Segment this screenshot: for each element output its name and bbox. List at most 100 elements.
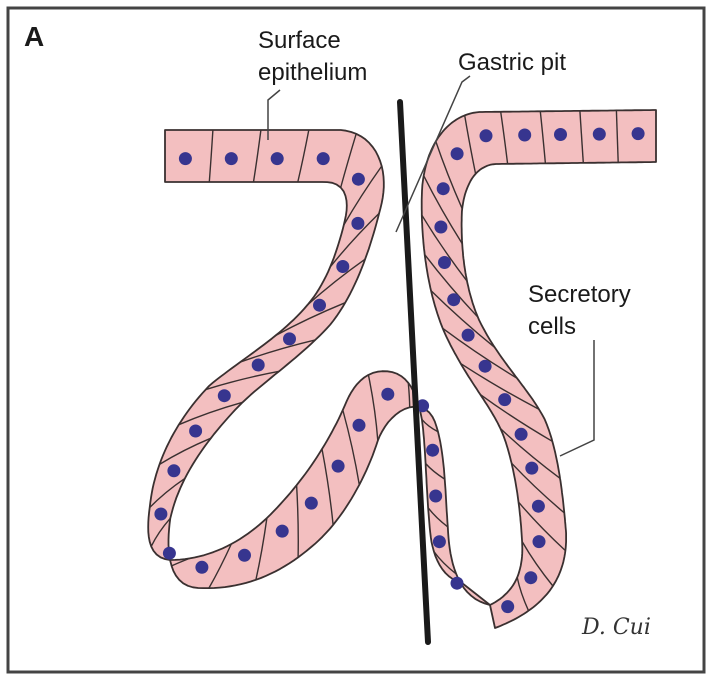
right-nucleus bbox=[518, 128, 532, 142]
left-nucleus bbox=[238, 548, 251, 562]
surface-epithelium-label-line2: epithelium bbox=[258, 59, 367, 86]
left-nucleus bbox=[178, 152, 192, 166]
figure-frame bbox=[6, 6, 706, 674]
left-cell-wall bbox=[239, 339, 316, 363]
right-nucleus bbox=[478, 359, 492, 373]
left-nucleus bbox=[304, 496, 318, 510]
right-nucleus bbox=[436, 182, 450, 196]
left-nucleus bbox=[167, 464, 181, 478]
left-nucleus bbox=[195, 560, 209, 574]
right-cell-wall bbox=[424, 254, 479, 318]
left-nucleus bbox=[336, 260, 350, 273]
left-nucleus bbox=[251, 358, 265, 372]
right-cell-wall bbox=[615, 110, 619, 163]
right-nucleus bbox=[531, 499, 545, 513]
right-cell-wall bbox=[511, 462, 565, 514]
right-cell-wall bbox=[539, 111, 547, 164]
author-signature: D. Cui bbox=[581, 615, 651, 640]
left-cell-wall bbox=[407, 382, 411, 408]
left-cell-wall bbox=[208, 129, 214, 183]
left-cell-wall bbox=[252, 129, 262, 183]
surface-epithelium-pointer bbox=[267, 89, 281, 140]
left-cell-wall bbox=[342, 409, 360, 485]
right-cell-wall bbox=[430, 290, 496, 349]
left-nucleus bbox=[270, 152, 284, 166]
right-nucleus bbox=[438, 256, 451, 269]
right-cell-wall bbox=[423, 175, 463, 244]
right-nucleus bbox=[514, 427, 528, 441]
right-nucleus bbox=[525, 461, 539, 475]
left-cell-wall bbox=[367, 374, 379, 441]
left-nucleus bbox=[313, 298, 326, 312]
left-cell-wall bbox=[433, 551, 457, 575]
left-cell-wall bbox=[178, 401, 243, 426]
left-cell-wall bbox=[159, 437, 212, 465]
left-nucleus bbox=[351, 172, 365, 186]
left-nucleus bbox=[429, 489, 443, 503]
left-cell-wall bbox=[307, 258, 366, 306]
secretory-cells-label-line1: Secretory bbox=[528, 281, 631, 308]
secretory-cells-label-line2: cells bbox=[528, 313, 576, 340]
left-cell-wall bbox=[427, 507, 449, 528]
right-cell-wall bbox=[521, 541, 554, 587]
right-cell-wall bbox=[442, 327, 518, 379]
right-cell-wall bbox=[435, 141, 463, 209]
left-nucleus bbox=[275, 524, 289, 538]
right-cell-wall bbox=[499, 427, 561, 479]
left-cell-wall bbox=[275, 302, 346, 337]
right-cell-wall bbox=[517, 501, 566, 552]
left-nucleus bbox=[162, 546, 176, 560]
gastric-pit-pointer bbox=[395, 75, 471, 233]
right-cell-wall bbox=[516, 577, 530, 611]
left-cell-wall bbox=[421, 418, 439, 433]
right-nucleus bbox=[434, 220, 448, 234]
left-nucleus bbox=[331, 459, 345, 473]
right-cell-wall bbox=[479, 393, 553, 442]
left-cell-wall bbox=[171, 557, 190, 567]
secretory-cells-pointer bbox=[559, 340, 595, 457]
right-nucleus bbox=[554, 128, 567, 141]
right-nucleus bbox=[592, 127, 606, 141]
left-nucleus bbox=[224, 152, 238, 166]
left-nucleus bbox=[189, 424, 203, 438]
left-nucleus bbox=[432, 535, 446, 549]
left-nucleus bbox=[283, 332, 296, 346]
right-cell-wall bbox=[421, 214, 468, 282]
left-cell-wall bbox=[425, 463, 446, 480]
left-cell-wall bbox=[149, 477, 186, 508]
left-nucleus bbox=[352, 418, 366, 432]
surface-epithelium-label-line1: Surface bbox=[258, 27, 341, 54]
left-cell-wall bbox=[205, 370, 280, 391]
left-cell-wall bbox=[295, 485, 299, 558]
right-nucleus bbox=[479, 129, 493, 143]
right-nucleus bbox=[447, 293, 461, 307]
left-cell-wall bbox=[150, 517, 171, 547]
right-nucleus bbox=[532, 535, 546, 549]
left-cell-wall bbox=[255, 517, 268, 580]
right-epithelium bbox=[420, 109, 657, 629]
left-nucleus bbox=[217, 389, 231, 403]
right-cell-wall bbox=[460, 363, 540, 410]
left-nucleus bbox=[316, 152, 330, 166]
right-nucleus bbox=[498, 393, 512, 407]
right-cell-wall bbox=[500, 111, 509, 164]
left-cell-wall bbox=[329, 212, 380, 268]
right-nucleus bbox=[501, 600, 515, 614]
left-cell-wall bbox=[340, 133, 357, 188]
left-nucleus bbox=[154, 507, 168, 521]
left-nucleus bbox=[381, 387, 395, 401]
right-nucleus bbox=[524, 571, 538, 585]
panel-letter: A bbox=[24, 21, 44, 52]
left-nucleus bbox=[416, 399, 430, 413]
right-nucleus bbox=[461, 328, 475, 342]
right-nucleus bbox=[631, 127, 645, 141]
right-nucleus bbox=[450, 147, 464, 161]
left-cell-wall bbox=[343, 165, 383, 226]
left-cell-wall bbox=[208, 543, 232, 589]
cell-nuclei bbox=[154, 127, 645, 614]
left-nucleus bbox=[351, 216, 365, 230]
right-cell-wall bbox=[579, 110, 584, 163]
left-cell-wall bbox=[297, 129, 310, 183]
